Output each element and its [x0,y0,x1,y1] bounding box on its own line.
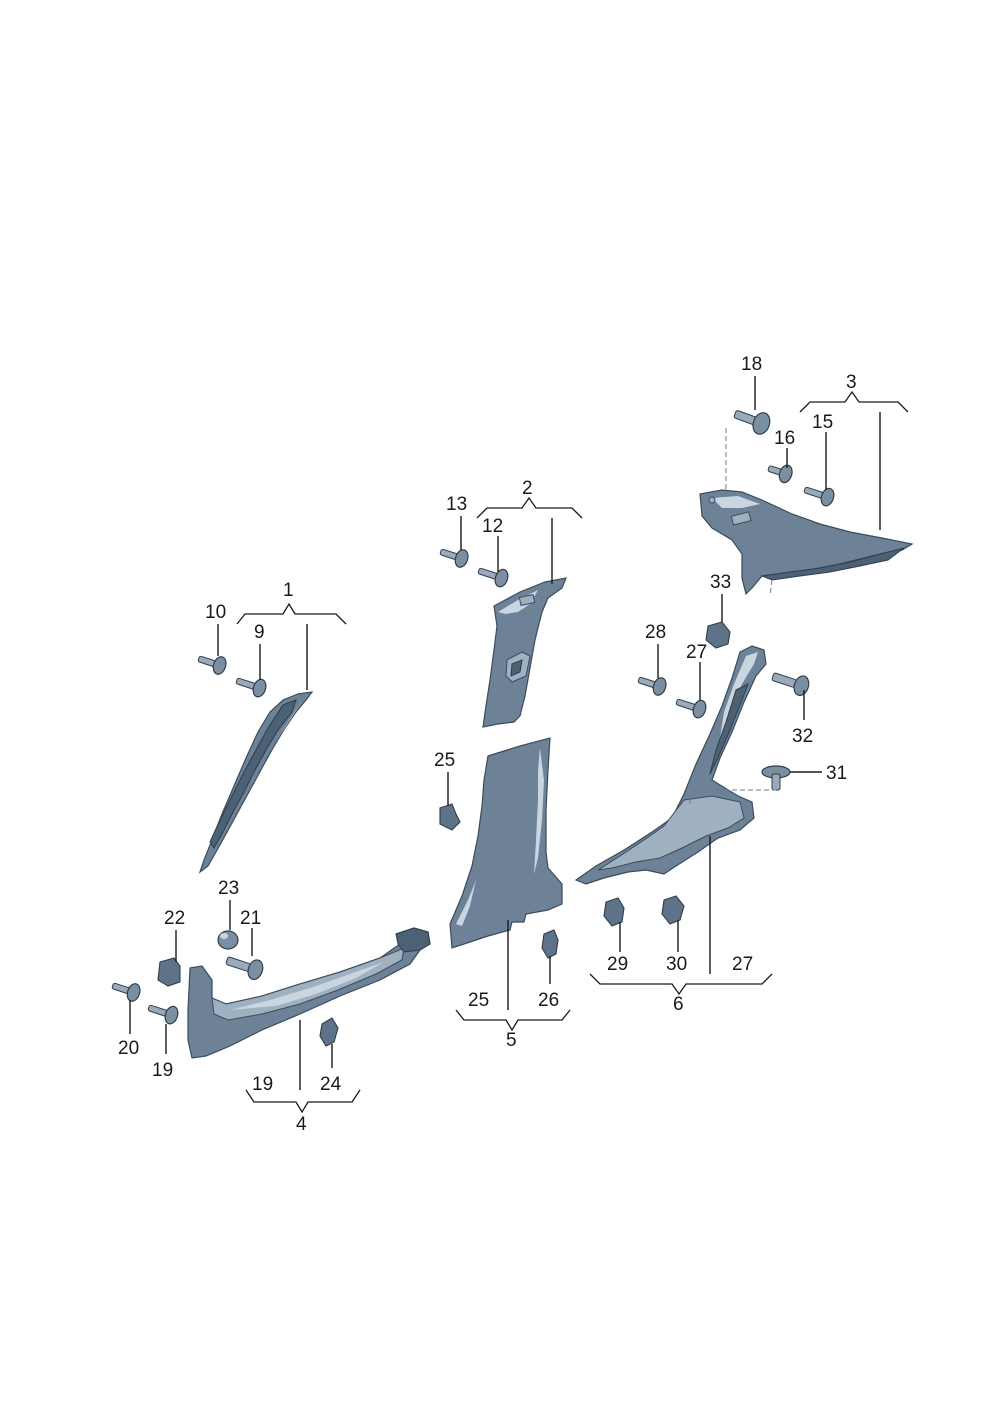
callout-15: 15 [812,412,833,433]
push-rivet-31[interactable] [761,765,791,791]
bolt-12[interactable] [476,562,510,588]
bolt-15[interactable] [802,481,836,507]
clip-24[interactable] [319,1017,339,1047]
callout-32: 32 [792,726,813,747]
callout-21: 21 [240,908,261,929]
callout-20: 20 [118,1038,139,1059]
callout-4: 4 [296,1114,307,1135]
brace-5 [455,1009,571,1032]
callout-24: 24 [320,1074,342,1095]
callout-1: 1 [283,580,294,601]
a-pillar-trim[interactable] [198,691,314,874]
seat-belt-guide-opening [510,659,523,677]
callout-18: 18 [741,354,762,375]
bolt-13[interactable] [438,543,470,569]
b-pillar-lower-highlight [534,748,544,874]
clip-22[interactable] [157,957,181,987]
leader-lines [129,376,881,1090]
callout-2: 2 [522,478,533,499]
clip-25-upper[interactable] [439,803,461,831]
sill-panel-top-face [211,947,405,1021]
c-pillar-upper-trim-group [699,489,914,596]
callout-27-upper: 27 [686,642,707,663]
bolt-9[interactable] [234,672,268,698]
clip-26[interactable] [541,929,559,959]
callout-29: 29 [607,954,628,975]
c-pillar-hole [708,496,716,504]
callout-30: 30 [666,954,687,975]
c-pillar-upper-slot [730,511,752,526]
callout-31: 31 [826,763,847,784]
alignment-line-31 [689,789,776,804]
b-pillar-lower-trim-group [449,737,563,949]
callout-26: 26 [538,990,559,1011]
callout-10: 10 [205,602,226,623]
b-pillar-lower-foot-highlight [456,880,476,926]
c-pillar-lower-trim-group [574,645,767,885]
bolt-19[interactable] [146,999,180,1025]
bolt-28[interactable] [636,671,668,697]
clip-33[interactable] [705,621,731,649]
c-pillar-lower-edge [709,682,749,775]
wheelhouse-cover [597,795,745,871]
callout-22: 22 [164,908,185,929]
callout-23: 23 [218,878,239,899]
bolt-20[interactable] [110,977,142,1003]
callout-5: 5 [506,1030,517,1051]
callout-12: 12 [482,516,503,537]
callout-28: 28 [645,622,666,643]
callout-25-lower: 25 [468,990,489,1011]
brace-6 [589,973,773,996]
b-pillar-lower-trim[interactable] [449,737,563,949]
callout-25-upper: 25 [434,750,455,771]
callout-13: 13 [446,494,467,515]
bolt-32[interactable] [770,667,811,697]
brace-3 [799,390,909,413]
sill-panel-end-cap [395,927,431,953]
bolt-10[interactable] [196,650,228,676]
callout-9: 9 [254,622,265,643]
b-pillar-upper-slot [518,594,536,606]
c-pillar-upper-highlight [712,496,760,508]
c-pillar-lower-highlight [720,652,758,738]
a-pillar-trim-edge [209,699,297,849]
sill-panel-group [187,927,431,1059]
bolt-27[interactable] [674,693,708,719]
brace-2 [476,496,583,519]
b-pillar-upper-trim[interactable] [482,577,567,728]
bolt-16[interactable] [766,460,794,485]
bolt-21[interactable] [224,951,265,981]
brace-1 [236,602,347,625]
clip-30[interactable] [661,895,685,925]
bolt-18[interactable] [731,404,772,437]
a-pillar-trim-highlight [276,698,304,742]
callout-6: 6 [673,994,684,1015]
brace-4 [245,1089,361,1114]
c-pillar-upper-underside [760,547,905,581]
callout-27-lower: 27 [732,954,753,975]
callout-19-right: 19 [252,1074,273,1095]
alignment-line-c [769,579,773,597]
callout-3: 3 [846,372,857,393]
a-pillar-trim-group [198,691,314,874]
callout-19-left: 19 [152,1060,173,1081]
callout-16: 16 [774,428,795,449]
b-pillar-upper-trim-group [482,577,567,728]
callout-33: 33 [710,572,731,593]
cap-23[interactable] [217,930,239,950]
callout-labels: 1 10 9 2 13 12 3 18 16 15 33 28 27 32 31… [118,354,857,1135]
clip-29[interactable] [603,897,625,927]
